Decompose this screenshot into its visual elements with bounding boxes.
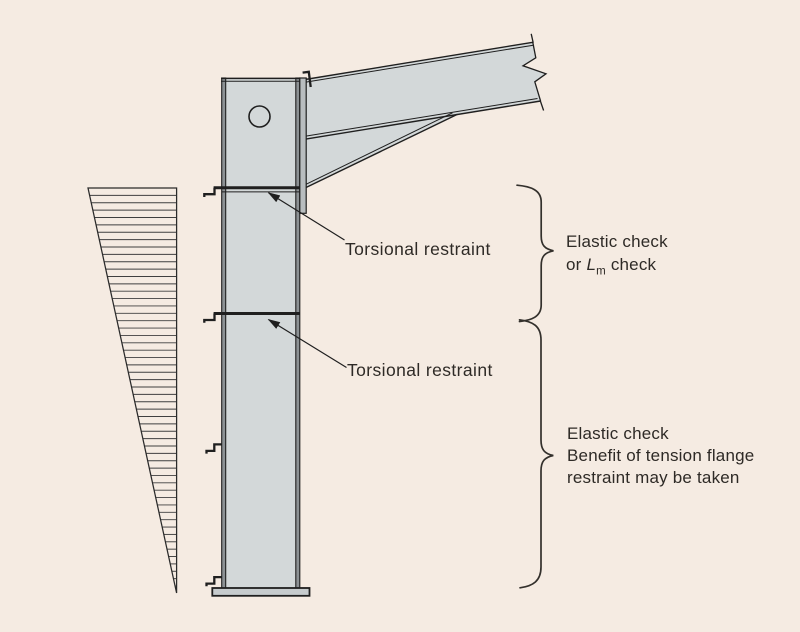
restraint-cleat-lower-icon [203, 313, 216, 323]
web-hole-icon [248, 105, 271, 128]
connection-end-plate [299, 77, 307, 214]
column-right-flange [295, 77, 301, 589]
annotation-arrows [267, 192, 347, 369]
upper-brace-note-line1: Elastic check [566, 232, 668, 251]
haunch-bottom-flange-outer-line [304, 113, 458, 189]
beam-break-symbol [521, 42, 548, 102]
upper-brace-note-line2: or Lm check [566, 254, 668, 283]
rafter-bottom-flange-outer-line [301, 100, 541, 141]
moment-triangle-outline [87, 187, 178, 594]
haunch-bottom-flange-inner-line [304, 112, 453, 186]
check-zone-braces [516, 184, 554, 589]
column [203, 77, 311, 597]
rafter-top-flange-outer-line [301, 41, 533, 81]
lower-brace-note-line2: Benefit of tension flange [567, 446, 755, 465]
purlin-cleat-icon [302, 70, 312, 88]
rafter-top-flange-inner-line [301, 44, 535, 84]
arrow-to-upper-restraint [267, 192, 345, 241]
column-web [221, 78, 300, 588]
or-text: or [566, 254, 587, 274]
side-rail-cleat-1-icon [205, 443, 222, 454]
lower-zone-brace [518, 318, 554, 589]
lower-brace-note-line1: Elastic check [567, 424, 669, 443]
torsional-restraint-label-upper: Torsional restraint [345, 239, 491, 259]
rafter-and-haunch [301, 33, 548, 189]
lower-brace-note: Elastic check Benefit of tension flange … [567, 423, 754, 489]
break-tick-bottom [539, 100, 545, 111]
upper-zone-brace [516, 184, 554, 323]
break-tick-top [530, 33, 534, 43]
bending-moment-diagram [87, 187, 178, 594]
arrow-to-lower-restraint [267, 318, 347, 369]
rafter-web [306, 42, 546, 139]
lm-subscript: m [596, 264, 606, 277]
upper-brace-note: Elastic check or Lm check [566, 231, 668, 282]
torsional-restraint-label-lower: Torsional restraint [347, 360, 493, 380]
side-rail-cleat-2-icon [205, 575, 222, 587]
restraint-cleat-upper-icon [203, 187, 216, 197]
moment-hatch-lines [89, 194, 177, 587]
rafter-bottom-flange-inner-line [301, 98, 538, 138]
lm-symbol: L [586, 254, 597, 274]
column-left-flange [221, 77, 227, 589]
check-text: check [605, 254, 657, 274]
column-base-plate [211, 587, 311, 597]
lower-brace-note-line3: restraint may be taken [567, 468, 740, 487]
